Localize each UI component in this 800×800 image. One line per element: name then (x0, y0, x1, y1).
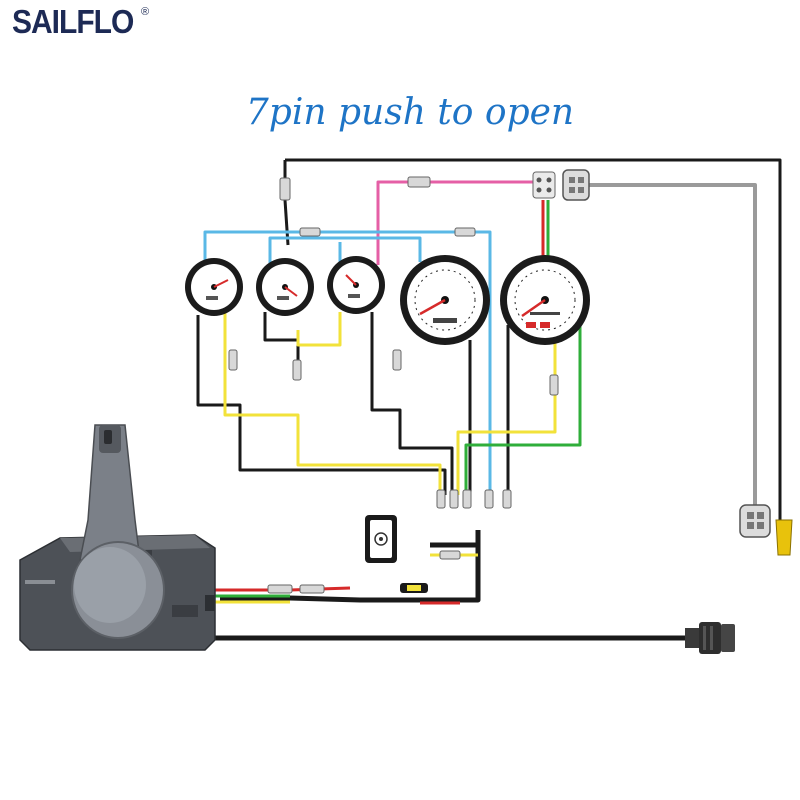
diagram-title: 7pin push to open (245, 92, 575, 133)
wire-yellow-1 (223, 312, 442, 495)
wire-green (464, 325, 582, 495)
connector-remote-1 (267, 584, 293, 594)
wire-gray-trim (580, 183, 757, 505)
fuse-holder-icon (400, 583, 428, 593)
wire-connectors (228, 176, 559, 594)
small-gauge-icon (256, 258, 314, 316)
connector-g2 (292, 359, 302, 381)
connector-bus-1 (436, 489, 446, 509)
7pin-connector-icon (532, 171, 556, 199)
connector-g1 (228, 349, 238, 371)
connector-bus-3 (462, 489, 472, 509)
wire-black-g1 (196, 315, 447, 495)
side-mount-remote-control-icon (19, 424, 216, 651)
ignition-key-switch-icon (365, 515, 397, 563)
trim-connector-icon (739, 504, 793, 556)
wire-pink (376, 180, 540, 265)
connector-bus-4 (484, 489, 494, 509)
wire-yellow-2 (296, 312, 342, 347)
connector-key (439, 550, 461, 560)
connector-bus-2 (449, 489, 459, 509)
connector-top-left (279, 177, 291, 201)
4pin-connector-icon (562, 169, 590, 201)
connector-tach (549, 374, 559, 396)
registered-mark: ® (141, 6, 150, 18)
connector-cyan-a (299, 227, 321, 237)
small-gauge-icon (327, 256, 385, 314)
connector-g3 (392, 349, 402, 371)
connector-bus-5 (502, 489, 512, 509)
wires (196, 158, 782, 641)
connector-pink (407, 176, 431, 188)
wire-cyan-bus (203, 230, 492, 495)
round-plug-connector-icon (685, 622, 735, 654)
wire-black-g3 (370, 312, 454, 495)
wire-cyan-2 (268, 236, 422, 265)
wire-harness (220, 530, 481, 603)
wire-black-top (285, 158, 782, 520)
tachometer-icon (500, 255, 590, 345)
speedometer-icon (400, 255, 490, 345)
brand-logo: SAILFLO (12, 4, 134, 41)
connector-remote-2 (299, 584, 325, 594)
connector-cyan-b (454, 227, 476, 237)
small-gauge-icon (185, 258, 243, 316)
